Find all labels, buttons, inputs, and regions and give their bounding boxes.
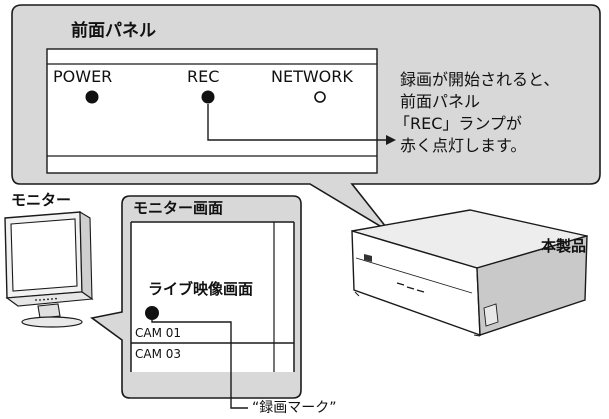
front-panel	[46, 48, 378, 174]
camera-label-1: CAM 01	[135, 326, 182, 340]
monitor-screen-area	[131, 222, 294, 372]
note-line-2: 前面パネル	[400, 92, 481, 111]
live-view-label: ライブ映像画面	[148, 280, 254, 298]
note-line-1: 録画が開始されると、	[400, 70, 560, 89]
front-panel-title: 前面パネル	[71, 21, 156, 41]
record-mark-leader	[151, 320, 248, 409]
camera-label-2: CAM 03	[135, 347, 182, 361]
monitor-screen-title: モニター画面	[133, 199, 224, 217]
rec-leader-arrowhead	[386, 135, 396, 145]
device-illustration	[351, 209, 588, 337]
network-label: NETWORK	[271, 67, 353, 86]
rec-label: REC	[187, 67, 220, 86]
monitor-illustration	[4, 211, 94, 328]
monitor-label: モニター	[11, 191, 72, 209]
power-label: POWER	[53, 67, 113, 86]
note-line-4: 赤く点灯します。	[400, 136, 527, 155]
rec-led	[201, 90, 215, 104]
power-led	[85, 90, 99, 104]
record-mark	[145, 306, 159, 320]
rec-leader-line	[207, 104, 386, 141]
device-label: 本製品	[541, 237, 587, 255]
network-led	[314, 91, 326, 103]
note-line-3: 「REC」ランプが	[394, 114, 522, 133]
record-mark-label: “録画マーク”	[252, 400, 337, 416]
